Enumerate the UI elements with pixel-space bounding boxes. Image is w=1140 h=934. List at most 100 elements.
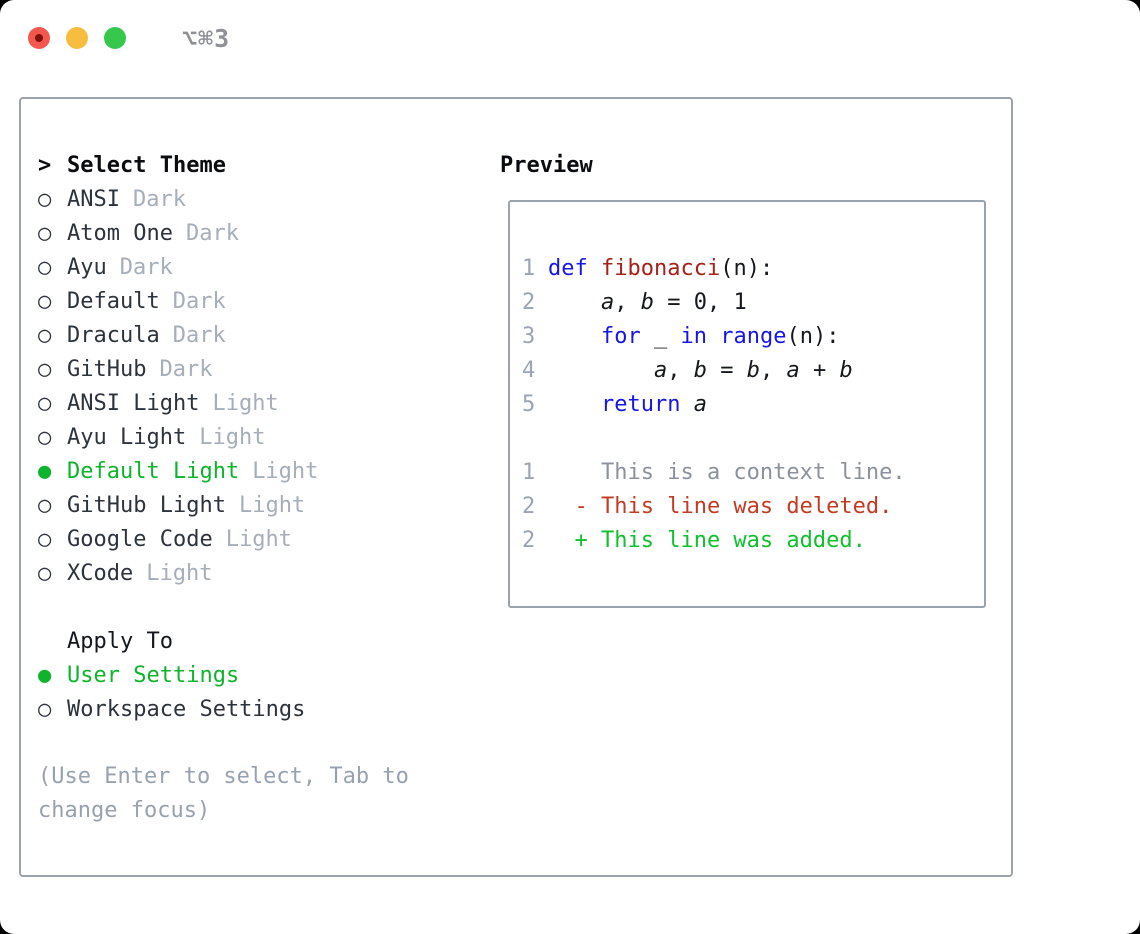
radio-icon: ○ (38, 560, 52, 586)
theme-variant: Dark (172, 322, 226, 348)
theme-variant: Light (252, 458, 319, 484)
theme-selector: > Select Theme ○ ANSI Dark ○ Atom One Da… (38, 148, 409, 828)
help-text: (Use Enter to select, Tab to change focu… (38, 764, 409, 823)
theme-option[interactable]: ○ ANSI Dark (38, 182, 409, 216)
theme-name: Ayu (67, 254, 107, 280)
minimize-button[interactable] (66, 27, 88, 49)
theme-variant: Dark (172, 288, 226, 314)
theme-variant: Light (146, 560, 213, 586)
preview-box: 1 def fibonacci(n): 2 a, b = 0, 1 3 for … (508, 200, 986, 608)
diff-line: 2 + This line was added. (522, 523, 976, 557)
preview-title: Preview (500, 152, 593, 178)
apply-to-option[interactable]: ○ Workspace Settings (38, 692, 409, 726)
line-number: 3 (522, 323, 536, 349)
theme-variant: Dark (185, 220, 239, 246)
theme-name: GitHub (67, 356, 147, 382)
code-text: def fibonacci(n): (548, 255, 774, 281)
theme-name: Ayu Light (67, 424, 187, 450)
apply-to-header: Apply To (38, 624, 409, 658)
diff-text: + This line was added. (548, 527, 866, 553)
radio-icon: ○ (38, 696, 52, 722)
zoom-button[interactable] (104, 27, 126, 49)
record-dot-icon (35, 34, 43, 42)
code-text: a, b = b, a + b (653, 357, 853, 383)
blank-line (522, 421, 976, 455)
titlebar: ⌥⌘3 (0, 0, 1140, 76)
diff-text: This is a context line. (548, 459, 906, 485)
theme-option[interactable]: ○ GitHub Dark (38, 352, 409, 386)
select-theme-title: Select Theme (67, 152, 226, 178)
apply-to-section: Apply To ● User Settings ○ Workspace Set… (38, 624, 409, 726)
line-number: 2 (522, 493, 536, 519)
line-number: 5 (522, 391, 536, 417)
code-line: 5 return a (522, 387, 976, 421)
theme-option[interactable]: ○ Ayu Dark (38, 250, 409, 284)
theme-name: Default (67, 288, 160, 314)
diff-line: 2 - This line was deleted. (522, 489, 976, 523)
theme-option[interactable]: ○ ANSI Light Light (38, 386, 409, 420)
theme-name: ANSI Light (67, 390, 200, 416)
line-number: 1 (522, 255, 536, 281)
code-block: 1 def fibonacci(n): 2 a, b = 0, 1 3 for … (522, 251, 976, 421)
theme-name: Dracula (67, 322, 160, 348)
apply-to-options: ● User Settings ○ Workspace Settings (38, 658, 409, 726)
window-shortcut-label: ⌥⌘3 (182, 23, 231, 53)
theme-option[interactable]: ○ Default Dark (38, 284, 409, 318)
theme-option[interactable]: ● Default Light Light (38, 454, 409, 488)
line-number: 4 (522, 357, 536, 383)
main-panel: > Select Theme ○ ANSI Dark ○ Atom One Da… (19, 97, 1013, 877)
theme-name: Google Code (67, 526, 213, 552)
code-line: 2 a, b = 0, 1 (522, 285, 976, 319)
theme-variant: Light (238, 492, 306, 518)
theme-name: GitHub Light (67, 492, 226, 518)
theme-option[interactable]: ○ Google Code Light (38, 522, 409, 556)
code-text: a, b = 0, 1 (600, 289, 747, 315)
line-number: 2 (522, 527, 536, 553)
code-text: return a (600, 391, 707, 417)
theme-variant: Light (212, 390, 279, 416)
theme-option[interactable]: ○ Dracula Dark (38, 318, 409, 352)
theme-variant: Dark (119, 254, 173, 280)
radio-icon: ● (38, 458, 52, 484)
theme-name: ANSI (67, 186, 120, 212)
theme-option[interactable]: ○ Ayu Light Light (38, 420, 409, 454)
radio-icon: ○ (38, 186, 52, 212)
theme-option[interactable]: ○ GitHub Light Light (38, 488, 409, 522)
theme-list: ○ ANSI Dark ○ Atom One Dark ○ Ayu Dark ○… (38, 182, 409, 590)
apply-to-label: User Settings (67, 662, 240, 688)
line-number: 1 (522, 459, 536, 485)
radio-icon: ● (38, 662, 52, 688)
radio-icon: ○ (38, 288, 52, 314)
apply-to-title: Apply To (67, 628, 173, 654)
theme-variant: Dark (159, 356, 213, 382)
radio-icon: ○ (38, 390, 52, 416)
radio-icon: ○ (38, 220, 52, 246)
preview-section: Preview (500, 148, 593, 182)
radio-icon: ○ (38, 254, 52, 280)
theme-option[interactable]: ○ XCode Light (38, 556, 409, 590)
theme-variant: Light (225, 526, 292, 552)
radio-icon: ○ (38, 526, 52, 552)
diff-line: 1 This is a context line. (522, 455, 976, 489)
focus-marker-icon: > (38, 152, 52, 178)
theme-name: Atom One (67, 220, 173, 246)
code-line: 4 a, b = b, a + b (522, 353, 976, 387)
theme-variant: Dark (132, 186, 186, 212)
apply-to-label: Workspace Settings (67, 696, 306, 722)
theme-option[interactable]: ○ Atom One Dark (38, 216, 409, 250)
code-line: 3 for _ in range(n): (522, 319, 976, 353)
radio-icon: ○ (38, 356, 52, 382)
theme-name: Default Light (67, 458, 240, 484)
code-text: for _ in range(n): (600, 323, 840, 349)
diff-text: - This line was deleted. (548, 493, 893, 519)
line-number: 2 (522, 289, 536, 315)
radio-icon: ○ (38, 322, 52, 348)
diff-block: 1 This is a context line. 2 - This line … (522, 455, 976, 557)
apply-to-option[interactable]: ● User Settings (38, 658, 409, 692)
radio-icon: ○ (38, 492, 52, 518)
close-button[interactable] (28, 27, 50, 49)
code-line: 1 def fibonacci(n): (522, 251, 976, 285)
select-theme-header: > Select Theme (38, 148, 409, 182)
theme-name: XCode (67, 560, 134, 586)
